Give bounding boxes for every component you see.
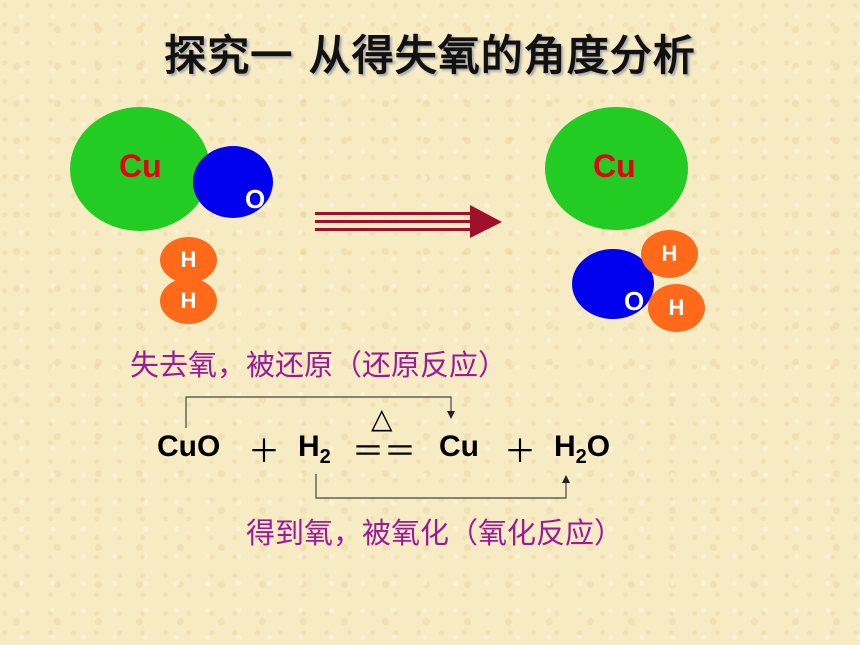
reaction-arrow <box>315 205 502 238</box>
right-copper-atom <box>545 107 688 230</box>
left-oxygen-atom <box>193 146 273 218</box>
right-oxygen-atom <box>572 249 654 319</box>
equation-h2o-o: O <box>586 430 611 463</box>
left-copper-atom <box>70 107 210 231</box>
equation-h2-base: H <box>298 430 320 463</box>
reduction-arrowhead <box>447 411 455 419</box>
reduction-bracket <box>185 396 452 428</box>
left-cu-label: Cu <box>119 148 162 184</box>
right-cu-label: Cu <box>593 148 636 184</box>
equation-h2o: H2O <box>554 430 610 469</box>
right-hydrogen-atom-2: H <box>648 284 705 332</box>
right-hydrogen-atom-1: H <box>641 230 698 278</box>
slide-title: 探究一 从得失氧的角度分析 <box>164 31 696 80</box>
left-hydrogen-atom-1: H <box>160 237 217 283</box>
right-o-label: O <box>624 286 645 316</box>
equation-h2o-h: H <box>554 430 576 463</box>
equation-plus-1: ＋ <box>248 432 281 470</box>
equation-cuo: CuO <box>157 430 221 463</box>
equation-h2o-subscript: 2 <box>575 446 587 468</box>
left-hydrogen-atom-2: H <box>160 278 217 324</box>
equation-equals: ＝＝ <box>352 432 417 470</box>
equation-heat-condition: △ <box>371 402 393 435</box>
equation-plus-2: ＋ <box>504 432 537 470</box>
oxidation-annotation: 得到氧，被氧化（氧化反应） <box>246 516 624 550</box>
oxidation-arrowhead <box>562 475 570 483</box>
equation-h2-subscript: 2 <box>319 446 331 468</box>
equation-cu: Cu <box>439 430 479 463</box>
oxidation-bracket <box>315 474 567 499</box>
equation-h2: H2 <box>298 430 331 469</box>
reduction-annotation: 失去氧，被还原（还原反应） <box>130 348 508 382</box>
left-o-label: O <box>245 184 266 214</box>
